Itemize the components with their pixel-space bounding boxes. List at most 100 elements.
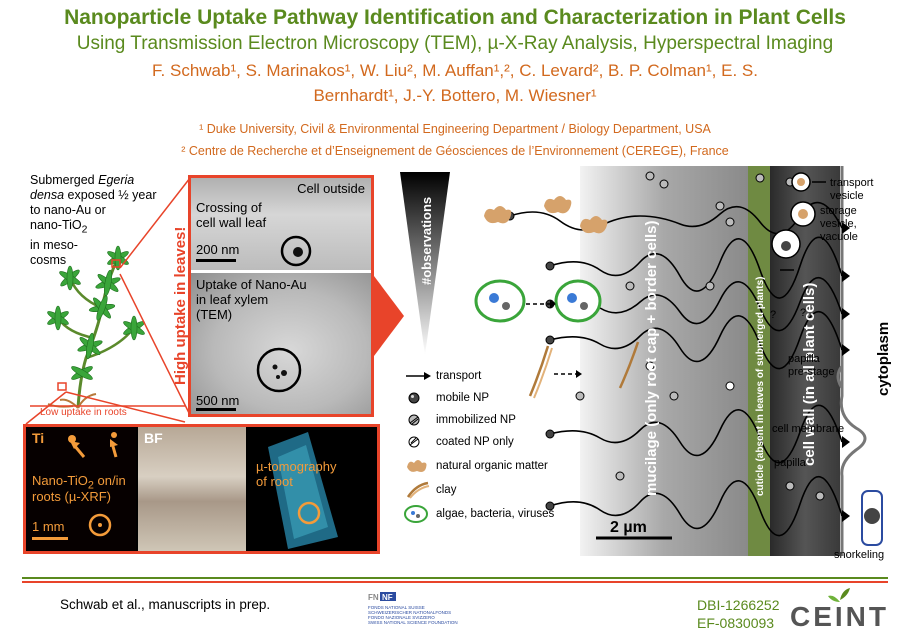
poster-subtitle: Using Transmission Electron Microscopy (…	[76, 33, 834, 54]
subscript: 2	[87, 479, 94, 492]
legend-label: coated NP only	[436, 436, 514, 448]
award-number: EF-0830093	[697, 615, 775, 631]
question-mark: ?	[800, 307, 806, 319]
snf-line: FONDS NATIONAL SUISSE	[368, 605, 425, 610]
legend-label: clay	[436, 484, 457, 496]
snf-logo: FN NF FONDS NATIONAL SUISSE SCHWEIZERISC…	[368, 592, 458, 625]
legend-label: transport	[436, 370, 482, 382]
question-mark: ?	[770, 309, 776, 321]
cell-membrane-label: cell membrane	[772, 423, 844, 435]
egeria-plant-illustration	[47, 245, 145, 409]
tem-caption: cell wall leaf	[196, 215, 267, 230]
nanoparticle-highlight	[280, 235, 312, 267]
papilla-label: papilla	[774, 457, 807, 469]
storage-vesicle-label: vacuole	[820, 231, 858, 243]
tem-image-cell-wall: Cell outside Crossing of cell wall leaf …	[191, 178, 371, 270]
nanoparticle-highlight	[256, 347, 302, 393]
mobile-np-icon	[408, 392, 420, 404]
observations-gradient	[400, 172, 450, 355]
xrf-hotspots	[68, 432, 118, 537]
footer-rule-red	[22, 581, 888, 583]
storage-vesicle-label: storage	[820, 205, 857, 217]
species-name: densa	[30, 188, 65, 202]
ceint-wordmark: CEINT	[790, 601, 889, 632]
scale-label: 1 mm	[32, 519, 65, 534]
snorkeling-label: snorkeling	[834, 549, 884, 561]
plant-text-line: exposed ½ year	[64, 188, 157, 202]
mucilage-label: mucilage (only root cap + border cells)	[643, 221, 660, 497]
footer-rule-green	[22, 577, 888, 579]
authors-line-2: Bernhardt¹, J.-Y. Bottero, M. Wiesner¹	[313, 86, 597, 105]
legend-label: algae, bacteria, viruses	[436, 508, 555, 520]
algae-icon	[404, 505, 428, 523]
snf-line: FONDO NAZIONALE SVIZZERO	[368, 615, 435, 620]
cell-outside-label: Cell outside	[297, 181, 365, 196]
storage-vesicle-label: vesicle,	[820, 218, 857, 230]
scale-label: 200 nm	[196, 242, 240, 257]
diagram-scale-label: 2 µm	[610, 519, 647, 536]
immobilized-np-icon	[408, 414, 420, 426]
plant-text-line: nano-TiO	[30, 218, 82, 232]
plant-text-line: Submerged	[30, 173, 99, 187]
affiliation-1: ¹ Duke University, Civil & Environmental…	[199, 122, 711, 136]
brightfield-image: BF	[138, 427, 246, 551]
tem-image-xylem: Uptake of Nano-Au in leaf xylem (TEM) 50…	[191, 273, 371, 414]
plant-text-line: to nano-Au or	[30, 203, 106, 217]
observations-label: #observations	[419, 197, 434, 285]
organic-matter-icon	[407, 460, 427, 472]
snf-line: SWISS NATIONAL SCIENCE FOUNDATION	[368, 620, 458, 625]
subscript: 2	[81, 224, 88, 236]
cell-wall-label: cell wall (in all plant cells)	[801, 283, 818, 466]
legend-label: immobilized NP	[436, 414, 516, 426]
snf-line: SCHWEIZERISCHER NATIONALFONDS	[368, 610, 451, 615]
papilla-prestage-label: papilla	[788, 353, 821, 365]
tem-caption: in leaf xylem	[196, 292, 269, 307]
scale-label: 500 nm	[196, 393, 240, 408]
snf-mark: NF	[382, 593, 393, 602]
tomography-image: µ-tomography of root	[248, 427, 377, 551]
observations-text: #observations	[419, 197, 434, 285]
papilla-prestage-label: pre-stage	[788, 366, 834, 378]
tem-caption: Uptake of Nano-Au	[196, 277, 307, 292]
plant-text-line: cosms	[30, 252, 67, 267]
plant-description: Submerged Egeria densa exposed ½ year to…	[30, 173, 180, 268]
root-tomography-render	[268, 432, 338, 549]
uptake-pathway-diagram: 2 µm mucilage (only root cap + border ce…	[474, 166, 892, 561]
tem-caption: Crossing of	[196, 200, 262, 215]
bf-label: BF	[144, 430, 163, 446]
clay-icon	[406, 481, 430, 499]
affiliation-2: ² Centre de Recherche et d’Enseignement …	[181, 144, 729, 158]
tem-panel-frame	[188, 175, 374, 417]
coated-np-icon	[408, 436, 420, 448]
species-name: Egeria	[98, 173, 135, 187]
element-label: Ti	[32, 430, 45, 446]
legend-label: natural organic matter	[436, 460, 548, 472]
scale-bar	[32, 537, 68, 540]
cytoplasm-label: cytoplasm	[875, 322, 892, 396]
tomography-caption: µ-tomography	[256, 459, 337, 474]
legend-label: mobile NP	[436, 392, 490, 404]
xrf-caption: Nano-TiO	[32, 473, 88, 488]
connector-lines	[25, 177, 191, 425]
scale-bar	[196, 408, 236, 411]
authors-line-1: F. Schwab¹, S. Marinakos¹, W. Liu², M. A…	[152, 61, 758, 80]
high-uptake-text: High uptake in leaves!	[172, 227, 189, 385]
xrf-caption: roots (µ-XRF)	[32, 489, 111, 504]
transport-vesicle-label: transport	[830, 177, 873, 189]
snf-mark: FN	[368, 593, 379, 602]
poster-title: Nanoparticle Uptake Pathway Identificati…	[64, 6, 846, 29]
flow-arrow	[374, 276, 404, 356]
citation: Schwab et al., manuscripts in prep.	[60, 597, 271, 612]
plant-text-line: in meso-	[30, 237, 78, 252]
transport-vesicle-label: vesicle	[830, 190, 864, 202]
ceint-logo: CEINT	[790, 588, 889, 632]
award-number: DBI-1266252	[697, 597, 780, 613]
scale-bar	[196, 259, 236, 262]
arrow-icon	[406, 372, 431, 380]
low-uptake-label: Low uptake in roots	[40, 407, 127, 418]
tomography-caption: of root	[256, 474, 293, 489]
cuticle-label: cuticle (absent in leaves of submerged p…	[755, 276, 766, 496]
high-uptake-label: High uptake in leaves!	[172, 227, 189, 385]
tem-caption: (TEM)	[196, 307, 233, 322]
xrf-caption: on/in	[93, 473, 126, 488]
